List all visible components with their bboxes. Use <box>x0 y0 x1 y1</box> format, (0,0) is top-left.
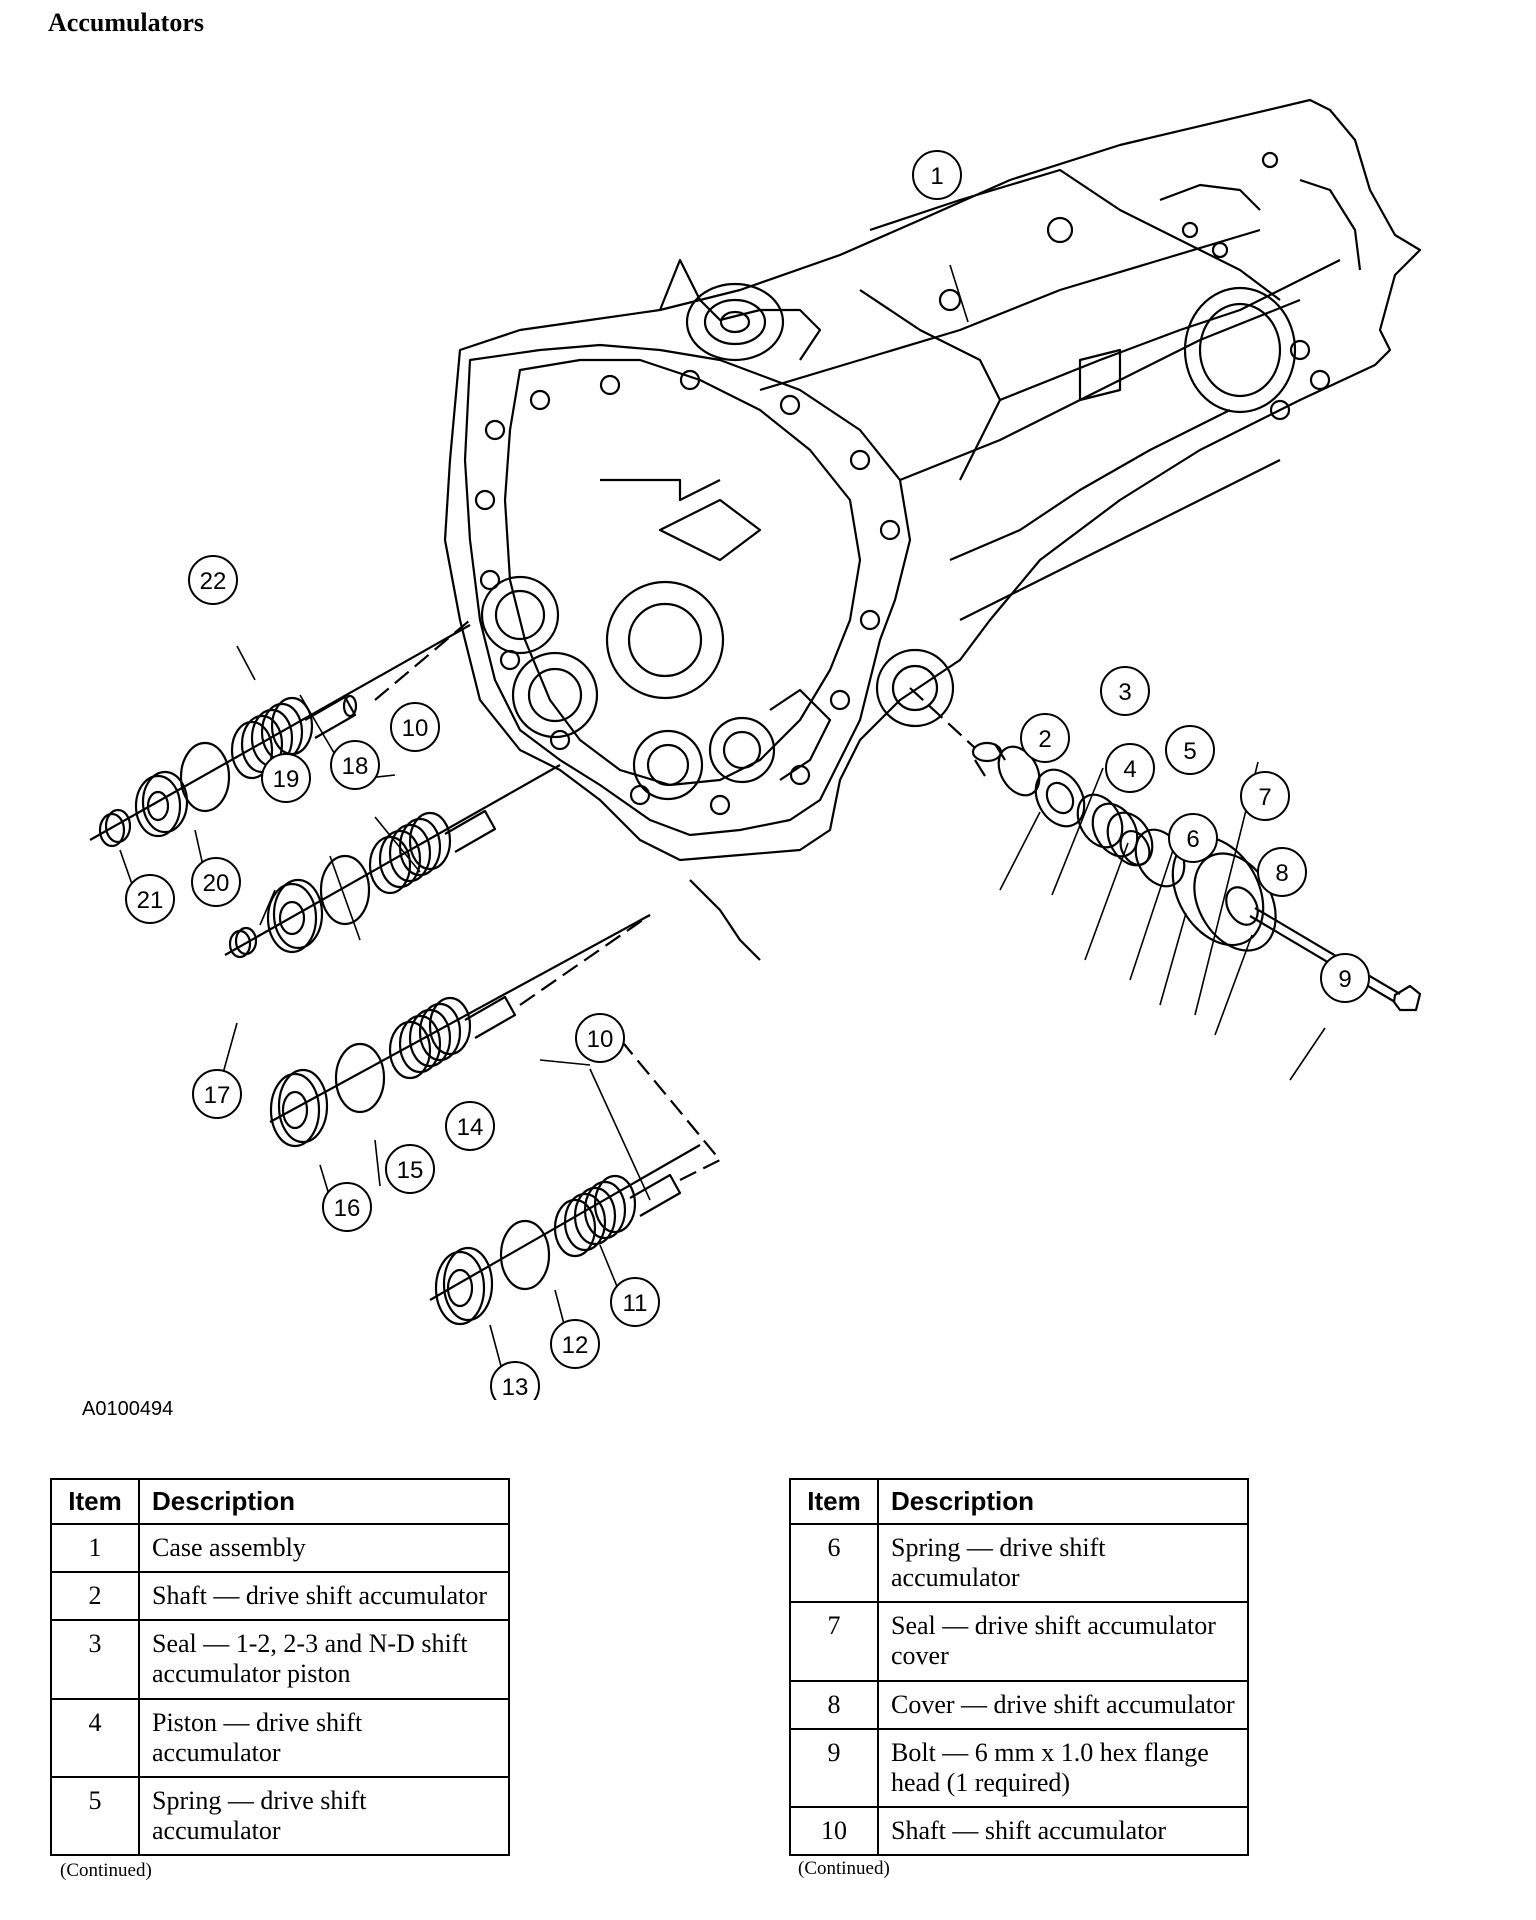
svg-text:7: 7 <box>1258 784 1271 811</box>
svg-text:16: 16 <box>334 1195 361 1222</box>
exploded-view-diagram: 1 2 3 4 5 6 7 8 9 10 10 11 12 13 14 15 1… <box>89 98 1422 1400</box>
svg-text:11: 11 <box>623 1290 648 1317</box>
item-description: Seal — drive shift accumulator cover <box>877 1601 1249 1682</box>
callout-7: 7 <box>1240 771 1290 821</box>
svg-text:4: 4 <box>1123 756 1136 783</box>
callout-16: 16 <box>322 1182 372 1232</box>
svg-text:8: 8 <box>1275 860 1288 887</box>
column-header-description: Description <box>138 1478 510 1525</box>
svg-text:22: 22 <box>200 568 227 595</box>
drive-shift-accumulator-parts <box>909 687 1422 1012</box>
callout-22: 22 <box>188 555 238 605</box>
table-header-row: Item Description <box>50 1478 510 1525</box>
svg-text:17: 17 <box>204 1082 231 1109</box>
left-accumulator-parts <box>89 619 722 1326</box>
callout-20: 20 <box>191 857 241 907</box>
callout-14: 14 <box>445 1101 495 1151</box>
svg-text:19: 19 <box>273 766 300 793</box>
callout-2: 2 <box>1020 713 1070 763</box>
callout-9: 9 <box>1320 953 1370 1003</box>
svg-text:3: 3 <box>1118 679 1131 706</box>
item-description: Bolt — 6 mm x 1.0 hex flange head (1 req… <box>877 1727 1249 1809</box>
item-description: Piston — drive shift accumulator <box>138 1697 510 1778</box>
callout-8: 8 <box>1257 847 1307 897</box>
callout-5: 5 <box>1165 725 1215 775</box>
callout-10-lower: 10 <box>575 1013 625 1063</box>
svg-text:13: 13 <box>502 1374 529 1400</box>
callout-1: 1 <box>912 150 962 200</box>
callout-15: 15 <box>385 1144 435 1194</box>
callout-4: 4 <box>1105 743 1155 793</box>
svg-text:10: 10 <box>402 715 429 742</box>
svg-text:15: 15 <box>397 1157 424 1184</box>
item-number: 8 <box>789 1679 879 1730</box>
case-assembly <box>443 98 1422 961</box>
column-header-item: Item <box>50 1478 140 1525</box>
svg-text:10: 10 <box>587 1026 614 1053</box>
item-description: Shaft — drive shift accumulator <box>138 1571 510 1622</box>
item-description: Case assembly <box>138 1522 510 1574</box>
column-header-description: Description <box>877 1478 1249 1525</box>
callout-12: 12 <box>550 1319 600 1369</box>
item-number: 2 <box>50 1571 140 1622</box>
svg-text:9: 9 <box>1338 966 1351 993</box>
item-description: Seal — 1-2, 2-3 and N-D shift accumulato… <box>138 1619 510 1700</box>
item-description: Cover — drive shift accumulator <box>877 1679 1249 1730</box>
page-title: Accumulators <box>48 8 204 37</box>
figure-id: A0100494 <box>82 1398 174 1420</box>
svg-text:2: 2 <box>1038 726 1051 753</box>
item-description: Shaft — shift accumulator <box>877 1806 1249 1857</box>
item-number: 7 <box>789 1601 879 1682</box>
item-number: 6 <box>789 1522 879 1604</box>
svg-text:21: 21 <box>137 887 164 914</box>
callout-6: 6 <box>1168 813 1218 863</box>
callout-19: 19 <box>261 753 311 803</box>
callout-21: 21 <box>125 874 175 924</box>
svg-text:18: 18 <box>342 753 369 780</box>
table-header-row: Item Description <box>789 1478 1249 1525</box>
callouts: 1 2 3 4 5 6 7 8 9 10 10 11 12 13 14 15 1… <box>125 150 1370 1400</box>
callout-11: 11 <box>610 1277 660 1327</box>
column-header-item: Item <box>789 1478 879 1525</box>
item-description: Spring — drive shift accumulator <box>138 1775 510 1857</box>
svg-text:1: 1 <box>930 163 943 190</box>
callout-17: 17 <box>192 1069 242 1119</box>
svg-text:14: 14 <box>457 1114 484 1141</box>
callout-13: 13 <box>490 1361 540 1400</box>
svg-text:20: 20 <box>203 870 230 897</box>
item-number: 3 <box>50 1619 140 1700</box>
continued-note: (Continued) <box>798 1858 890 1879</box>
item-number: 1 <box>50 1522 140 1574</box>
svg-text:12: 12 <box>562 1332 589 1359</box>
item-description: Spring — drive shift accumulator <box>877 1522 1249 1604</box>
continued-note: (Continued) <box>60 1860 152 1881</box>
callout-18: 18 <box>330 740 380 790</box>
svg-text:6: 6 <box>1186 826 1199 853</box>
svg-text:5: 5 <box>1183 738 1196 765</box>
callout-10-upper: 10 <box>390 702 440 752</box>
item-number: 5 <box>50 1775 140 1857</box>
callout-3: 3 <box>1100 666 1150 716</box>
item-number: 9 <box>789 1727 879 1809</box>
item-number: 4 <box>50 1697 140 1778</box>
item-number: 10 <box>789 1806 879 1857</box>
